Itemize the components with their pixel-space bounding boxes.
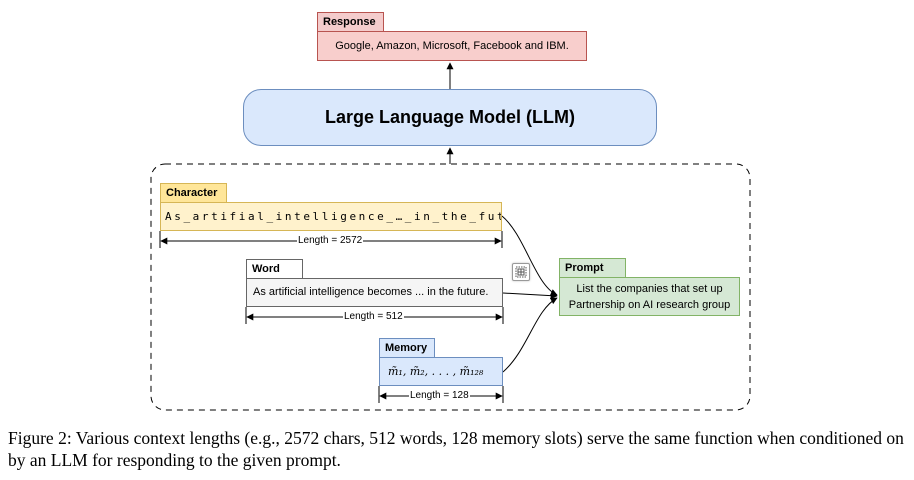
character-length-label: Length = 2572 bbox=[297, 235, 364, 247]
figure-caption: Figure 2: Various context lengths (e.g.,… bbox=[8, 428, 904, 470]
context-container bbox=[150, 163, 751, 411]
prompt-tag: Prompt bbox=[559, 258, 626, 278]
character-tag: Character bbox=[160, 183, 227, 203]
prompt-box: List the companies that set up Partnersh… bbox=[559, 277, 740, 316]
word-tag: Word bbox=[246, 259, 303, 279]
memory-tag: Memory bbox=[379, 338, 435, 358]
grid-icon[interactable] bbox=[512, 263, 530, 281]
word-length-label: Length = 512 bbox=[343, 311, 404, 323]
edge-memory-to-prompt bbox=[502, 297, 558, 373]
word-box: As artificial intelligence becomes ... i… bbox=[246, 278, 503, 307]
llm-block: Large Language Model (LLM) bbox=[243, 89, 657, 146]
response-box: Google, Amazon, Microsoft, Facebook and … bbox=[317, 31, 587, 61]
prompt-line-2: Partnership on AI research group bbox=[568, 299, 731, 311]
response-tag: Response bbox=[317, 12, 384, 32]
edge-word-to-prompt bbox=[502, 292, 558, 300]
prompt-line-1: List the companies that set up bbox=[576, 283, 723, 295]
memory-box: m̃₁, m̃₂, . . . , m̃₁₂₈ bbox=[379, 357, 503, 386]
memory-length-label: Length = 128 bbox=[409, 390, 470, 402]
edge-character-to-prompt bbox=[501, 215, 558, 296]
character-box: As_artifial_intelligence_…_in_the_future… bbox=[160, 202, 502, 231]
